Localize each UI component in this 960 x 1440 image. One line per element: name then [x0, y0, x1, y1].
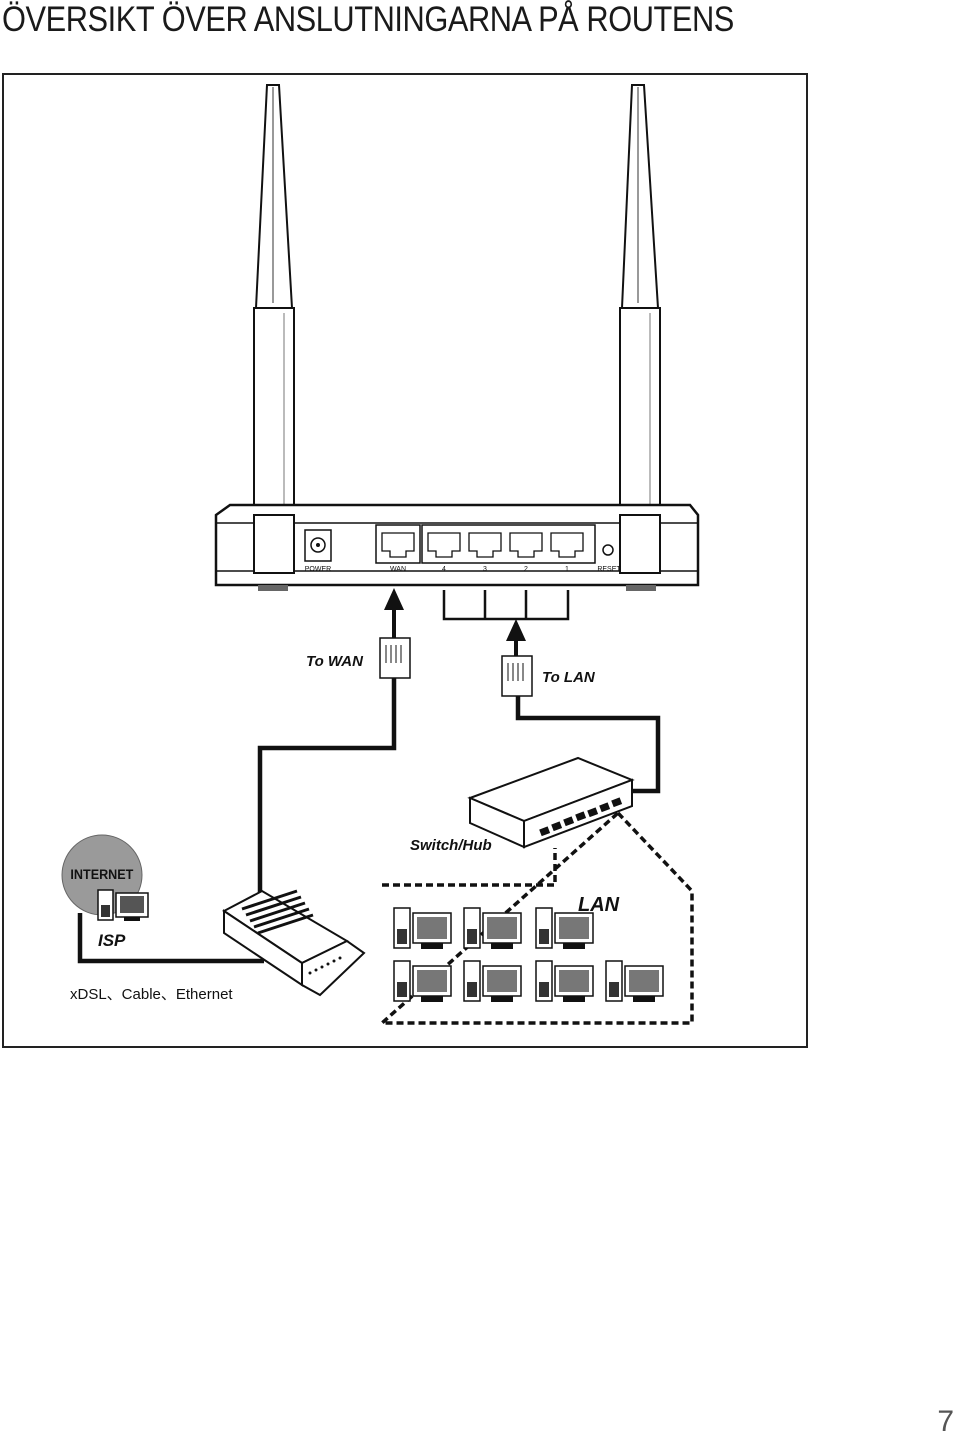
to-wan-label: To WAN	[306, 653, 364, 670]
lan-bracket	[442, 590, 570, 621]
wan-cable	[257, 678, 397, 893]
isp-computer-icon	[97, 889, 149, 921]
switch-hub	[467, 756, 635, 849]
reset-label: RESET	[597, 566, 621, 573]
computer-icon	[535, 960, 594, 1002]
computer-icon	[463, 960, 522, 1002]
computer-icon	[535, 907, 594, 949]
computer-icon	[393, 907, 452, 949]
computer-icon	[393, 960, 452, 1002]
computer-icon	[605, 960, 664, 1002]
isp-label: ISP	[98, 931, 126, 950]
lan-ports	[421, 524, 596, 564]
lan2-label: 2	[524, 566, 528, 573]
isp-cable	[77, 913, 264, 964]
lan-connector	[501, 655, 533, 697]
page-title: ÖVERSIKT ÖVER ANSLUTNINGARNA PÅ ROUTENS	[2, 0, 734, 39]
lan-cable	[515, 696, 661, 794]
power-label: POWER	[305, 566, 331, 573]
to-lan-label: To LAN	[542, 669, 596, 686]
connection-diagram: POWER WAN 4 3 2 1 RESET To WAN To LAN	[2, 73, 808, 1048]
wan-connector	[379, 637, 411, 679]
page-number: 7	[937, 1405, 954, 1438]
modem	[222, 889, 366, 997]
lan1-label: 1	[565, 566, 569, 573]
wan-arrow	[384, 588, 404, 639]
lan-arrow	[506, 619, 526, 657]
connection-types-label: xDSL、Cable、Ethernet	[70, 986, 233, 1003]
lan-label: LAN	[578, 894, 620, 916]
internet-label: INTERNET	[70, 866, 133, 882]
router: POWER WAN 4 3 2 1 RESET	[214, 503, 700, 591]
switch-hub-label: Switch/Hub	[410, 837, 492, 854]
lan4-label: 4	[442, 566, 446, 573]
wan-port	[375, 524, 421, 564]
reset-button	[602, 544, 614, 556]
lan-area	[377, 810, 694, 1025]
computer-icon	[463, 907, 522, 949]
power-port	[304, 529, 332, 562]
wan-label: WAN	[390, 566, 406, 573]
lan-computers	[393, 907, 664, 1002]
lan3-label: 3	[483, 566, 487, 573]
